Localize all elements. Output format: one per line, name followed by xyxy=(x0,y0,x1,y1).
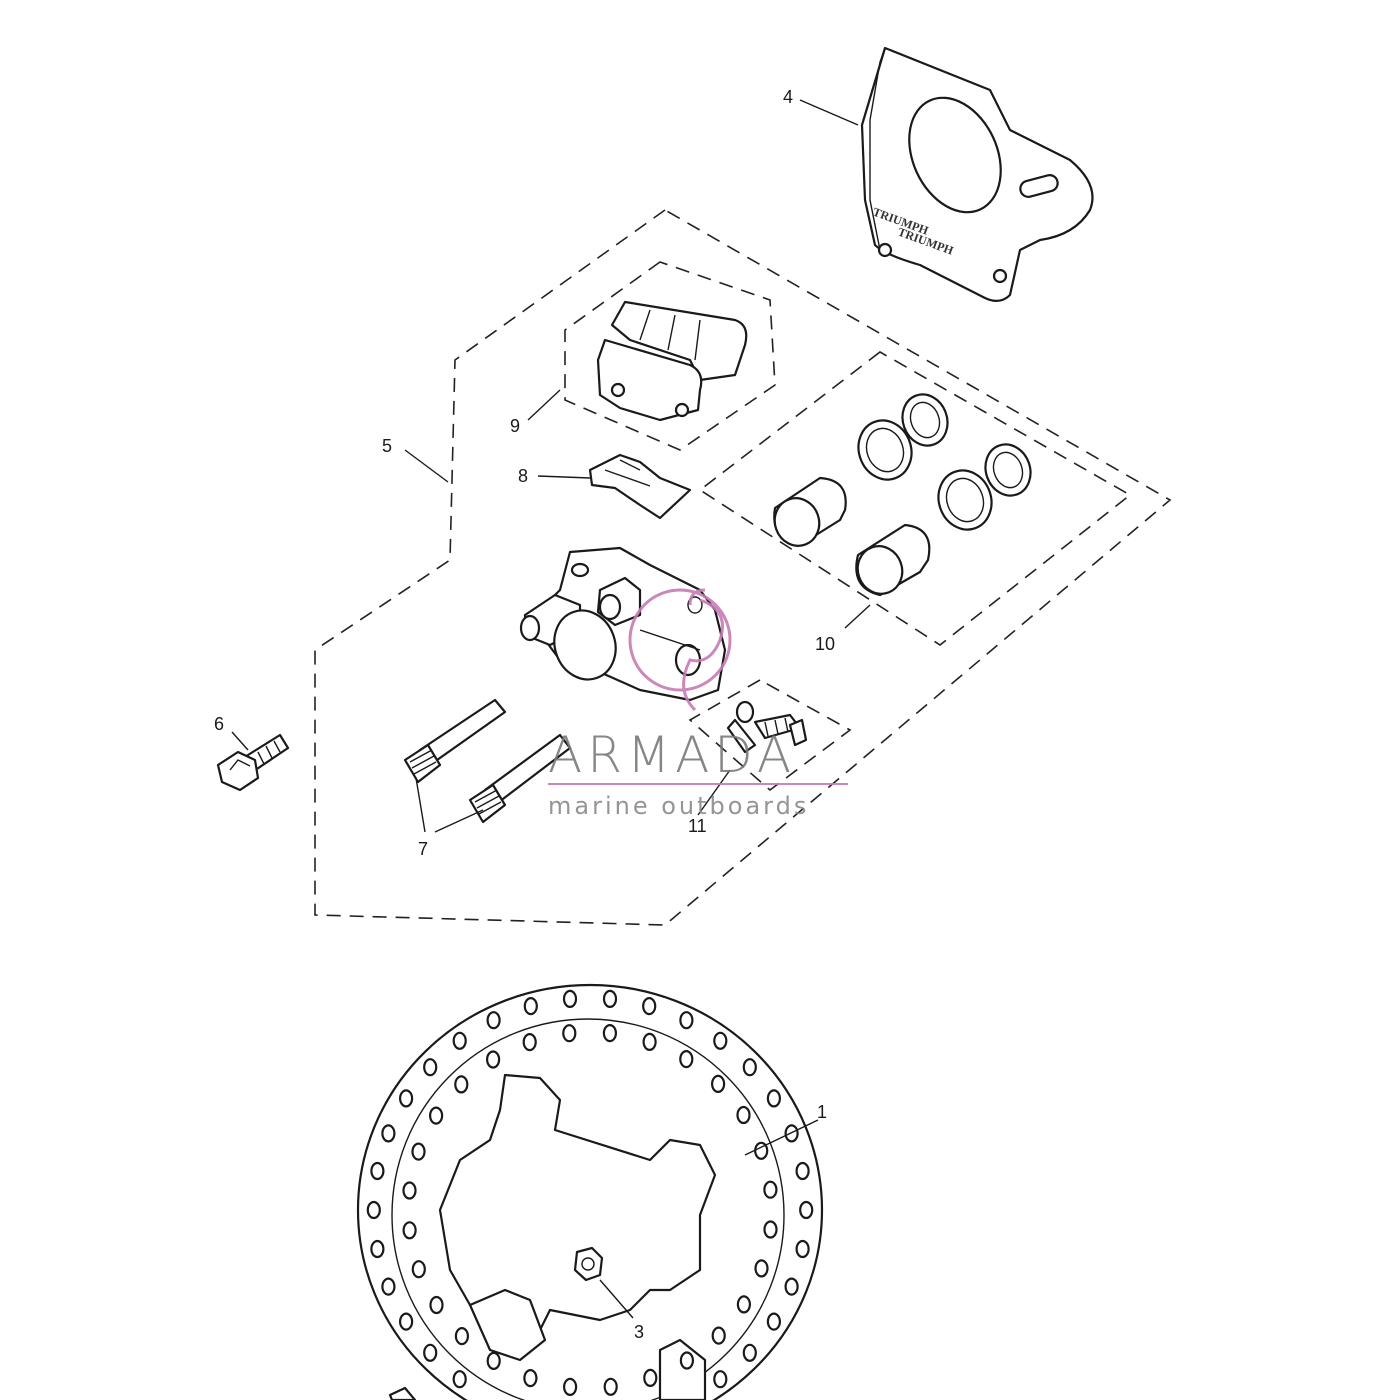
cooling-hole xyxy=(486,1011,501,1030)
cooling-hole xyxy=(763,1180,778,1199)
cooling-hole xyxy=(784,1277,799,1296)
cooling-hole xyxy=(799,1200,814,1220)
cooling-hole xyxy=(423,1343,438,1362)
callout-8: 8 xyxy=(518,466,528,486)
cooling-hole xyxy=(602,1023,618,1043)
disc-bolt-part xyxy=(388,1386,417,1400)
cooling-hole xyxy=(562,1377,578,1397)
callout-4: 4 xyxy=(783,87,793,107)
cooling-hole xyxy=(370,1239,385,1259)
cooling-hole xyxy=(562,1024,577,1043)
pad-spring-part xyxy=(588,453,692,520)
callout-9: 9 xyxy=(510,416,520,436)
cooling-hole xyxy=(602,989,618,1009)
mounting-bolt-part xyxy=(216,733,290,792)
cooling-hole xyxy=(766,1312,782,1331)
callout-10: 10 xyxy=(815,634,835,654)
cooling-hole xyxy=(742,1058,757,1077)
cooling-hole xyxy=(411,1260,426,1279)
cooling-hole xyxy=(742,1343,757,1362)
cooling-hole xyxy=(366,1200,381,1220)
brake-pad-set-outline xyxy=(564,261,776,451)
callout-7: 7 xyxy=(418,839,428,859)
cooling-hole xyxy=(736,1105,751,1125)
cooling-hole xyxy=(523,996,538,1016)
pistons-and-seals-part xyxy=(773,393,1032,597)
disc-cooling-holes xyxy=(366,989,814,1397)
cooling-hole xyxy=(454,1075,469,1094)
cooling-hole xyxy=(795,1161,810,1181)
callout-6: 6 xyxy=(214,714,224,734)
cooling-hole xyxy=(486,1050,501,1069)
cooling-hole xyxy=(381,1277,396,1296)
cooling-hole xyxy=(679,1049,694,1069)
cooling-hole xyxy=(423,1058,438,1077)
cooling-hole xyxy=(402,1181,417,1200)
cooling-hole xyxy=(736,1295,752,1314)
cooling-hole xyxy=(370,1161,385,1181)
watermark-brand: ARMADA xyxy=(548,726,796,784)
cooling-hole xyxy=(763,1220,778,1239)
cooling-hole xyxy=(710,1074,726,1094)
cooling-hole xyxy=(711,1326,726,1345)
brake-disc-part xyxy=(356,983,824,1400)
callout-numbers: 4 5 9 8 10 6 7 11 1 3 xyxy=(214,87,835,1342)
cooling-hole xyxy=(452,1370,467,1389)
caliper-body-part xyxy=(519,546,727,702)
cooling-hole xyxy=(486,1351,501,1371)
slide-pins-part xyxy=(403,698,572,824)
cooling-hole xyxy=(452,1031,467,1050)
cooling-hole xyxy=(562,989,578,1009)
callout-11: 11 xyxy=(688,816,707,836)
bleed-nipple-part xyxy=(726,700,808,754)
piston-seal-kit-outline xyxy=(698,351,1132,646)
bleed-kit-outline xyxy=(688,679,852,792)
cooling-hole xyxy=(679,1011,694,1030)
cooling-hole xyxy=(411,1142,426,1161)
brake-pads-part xyxy=(596,300,748,422)
cooling-hole xyxy=(642,996,657,1016)
cooling-hole xyxy=(399,1312,414,1331)
cooling-hole xyxy=(522,1032,537,1052)
callout-5: 5 xyxy=(382,436,392,456)
cooling-hole xyxy=(713,1370,728,1389)
cooling-hole xyxy=(603,1377,618,1396)
cooling-hole xyxy=(713,1031,728,1050)
carrier-plate-part: TRIUMPH TRIUMPH xyxy=(860,46,1094,302)
cooling-hole xyxy=(766,1089,782,1108)
cooling-hole xyxy=(523,1368,538,1388)
cooling-hole xyxy=(642,1032,657,1052)
cooling-hole xyxy=(795,1239,810,1259)
callout-1: 1 xyxy=(817,1102,827,1122)
cooling-hole xyxy=(402,1221,417,1240)
armada-watermark: ARMADA marine outboards xyxy=(548,588,848,820)
callout-3: 3 xyxy=(634,1322,644,1342)
cooling-hole xyxy=(754,1259,769,1278)
watermark-tagline: marine outboards xyxy=(548,792,809,820)
cooling-hole xyxy=(643,1368,658,1388)
cooling-hole xyxy=(429,1106,444,1125)
cooling-hole xyxy=(429,1295,444,1315)
cooling-hole xyxy=(381,1124,396,1143)
cooling-hole xyxy=(679,1351,695,1370)
seahorse-logo-icon xyxy=(628,588,732,712)
cooling-hole xyxy=(454,1326,469,1346)
leader-lines xyxy=(231,99,871,1319)
cooling-hole xyxy=(399,1089,414,1108)
hub-nut-part xyxy=(573,1246,604,1282)
